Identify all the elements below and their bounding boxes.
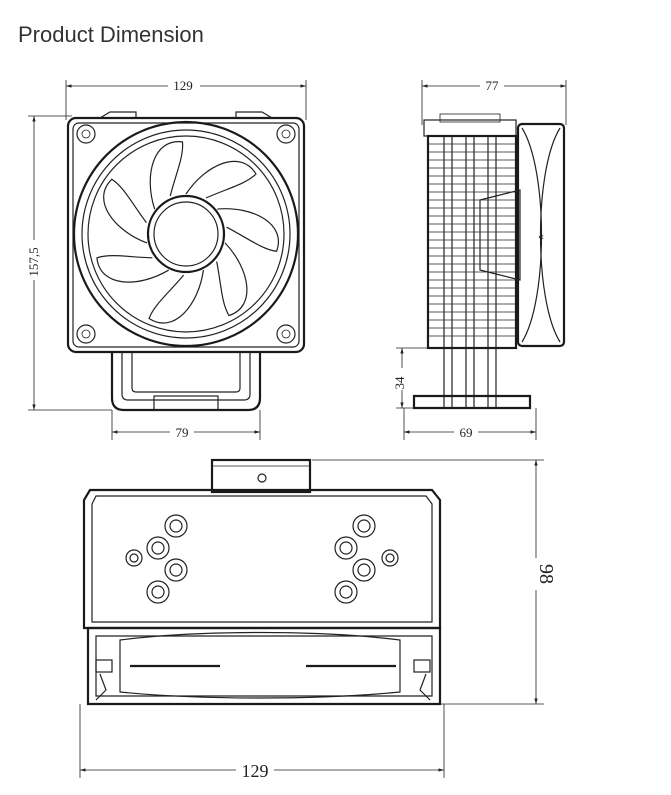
top-depth-label: 98 <box>535 564 557 584</box>
right-hole-cluster <box>334 514 399 604</box>
side-view: 77 « <box>392 78 567 440</box>
top-view: 98 129 <box>79 458 557 781</box>
base-width-label: 79 <box>176 425 189 440</box>
front-width-label: 129 <box>173 78 193 93</box>
top-width-label: 129 <box>242 761 269 781</box>
front-height-label: 157,5 <box>26 247 41 276</box>
page-title: Product Dimension <box>18 22 204 47</box>
side-base-width-label: 69 <box>460 425 473 440</box>
front-view: 129 157,5 <box>24 78 307 440</box>
base-height-label: 34 <box>392 376 407 390</box>
svg-text:«: « <box>538 232 544 243</box>
side-depth-label: 77 <box>486 78 500 93</box>
left-hole-cluster <box>125 514 188 604</box>
